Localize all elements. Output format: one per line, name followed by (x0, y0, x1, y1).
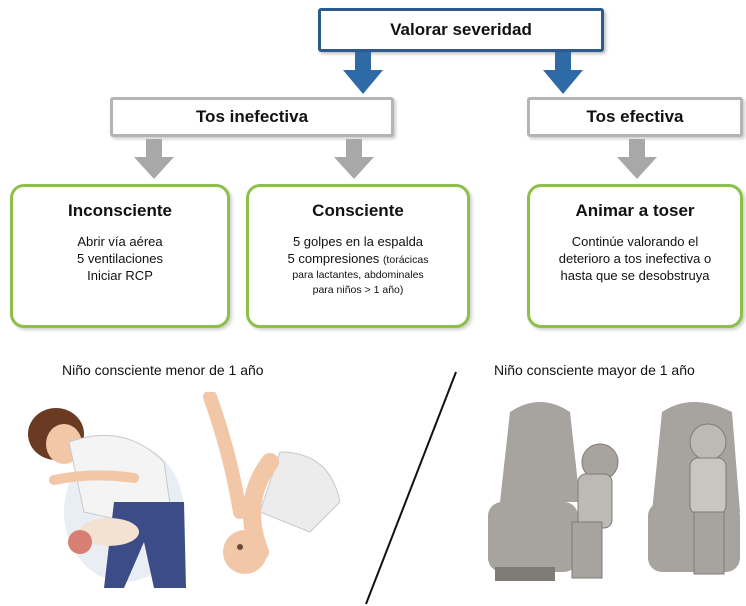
animar-toser-title: Animar a toser (575, 201, 695, 220)
arrow-down-icon (543, 52, 583, 94)
child-abdominal-thrusts-illustration (642, 392, 746, 588)
tos-efectiva-box: Tos efectiva (527, 97, 743, 137)
consciente-title: Consciente (312, 201, 404, 220)
arrow-down-icon (617, 139, 657, 179)
valorar-severidad-label: Valorar severidad (390, 20, 532, 39)
animar-toser-card: Animar a toser Continúe valorando el det… (527, 184, 743, 328)
card-line-text: 5 compresiones (287, 251, 380, 266)
infant-back-blows-illustration (14, 392, 194, 588)
tos-efectiva-label: Tos efectiva (586, 107, 684, 126)
card-line: 5 ventilaciones (77, 251, 163, 266)
card-line: Iniciar RCP (87, 268, 153, 283)
tos-inefectiva-box: Tos inefectiva (110, 97, 394, 137)
arrow-down-icon (343, 52, 383, 94)
infant-chest-thrusts-illustration (200, 392, 350, 582)
card-note: para niños > 1 año) (312, 284, 404, 296)
card-line: deterioro a tos inefectiva o (558, 251, 712, 266)
arrow-down-icon (134, 139, 174, 179)
consciente-card: Consciente 5 golpes en la espalda 5 comp… (246, 184, 470, 328)
child-back-blows-illustration (480, 392, 630, 588)
valorar-severidad-box: Valorar severidad (318, 8, 604, 52)
card-line: 5 golpes en la espalda (292, 234, 424, 249)
card-line: Abrir vía aérea (77, 234, 163, 249)
card-line: hasta que se desobstruya (560, 268, 710, 283)
inconsciente-card: Inconsciente Abrir vía aérea 5 ventilaci… (10, 184, 230, 328)
card-line: 5 compresiones (torácicas (288, 250, 429, 268)
divider-line (365, 371, 457, 605)
card-line: Continúe valorando el (571, 234, 699, 249)
inconsciente-title: Inconsciente (68, 201, 172, 220)
caption-under-1: Niño consciente menor de 1 año (62, 362, 264, 378)
card-note: para lactantes, abdominales (292, 269, 424, 281)
tos-inefectiva-label: Tos inefectiva (195, 107, 309, 126)
arrow-down-icon (334, 139, 374, 179)
card-note: (torácicas (382, 254, 429, 266)
caption-over-1: Niño consciente mayor de 1 año (494, 362, 695, 378)
